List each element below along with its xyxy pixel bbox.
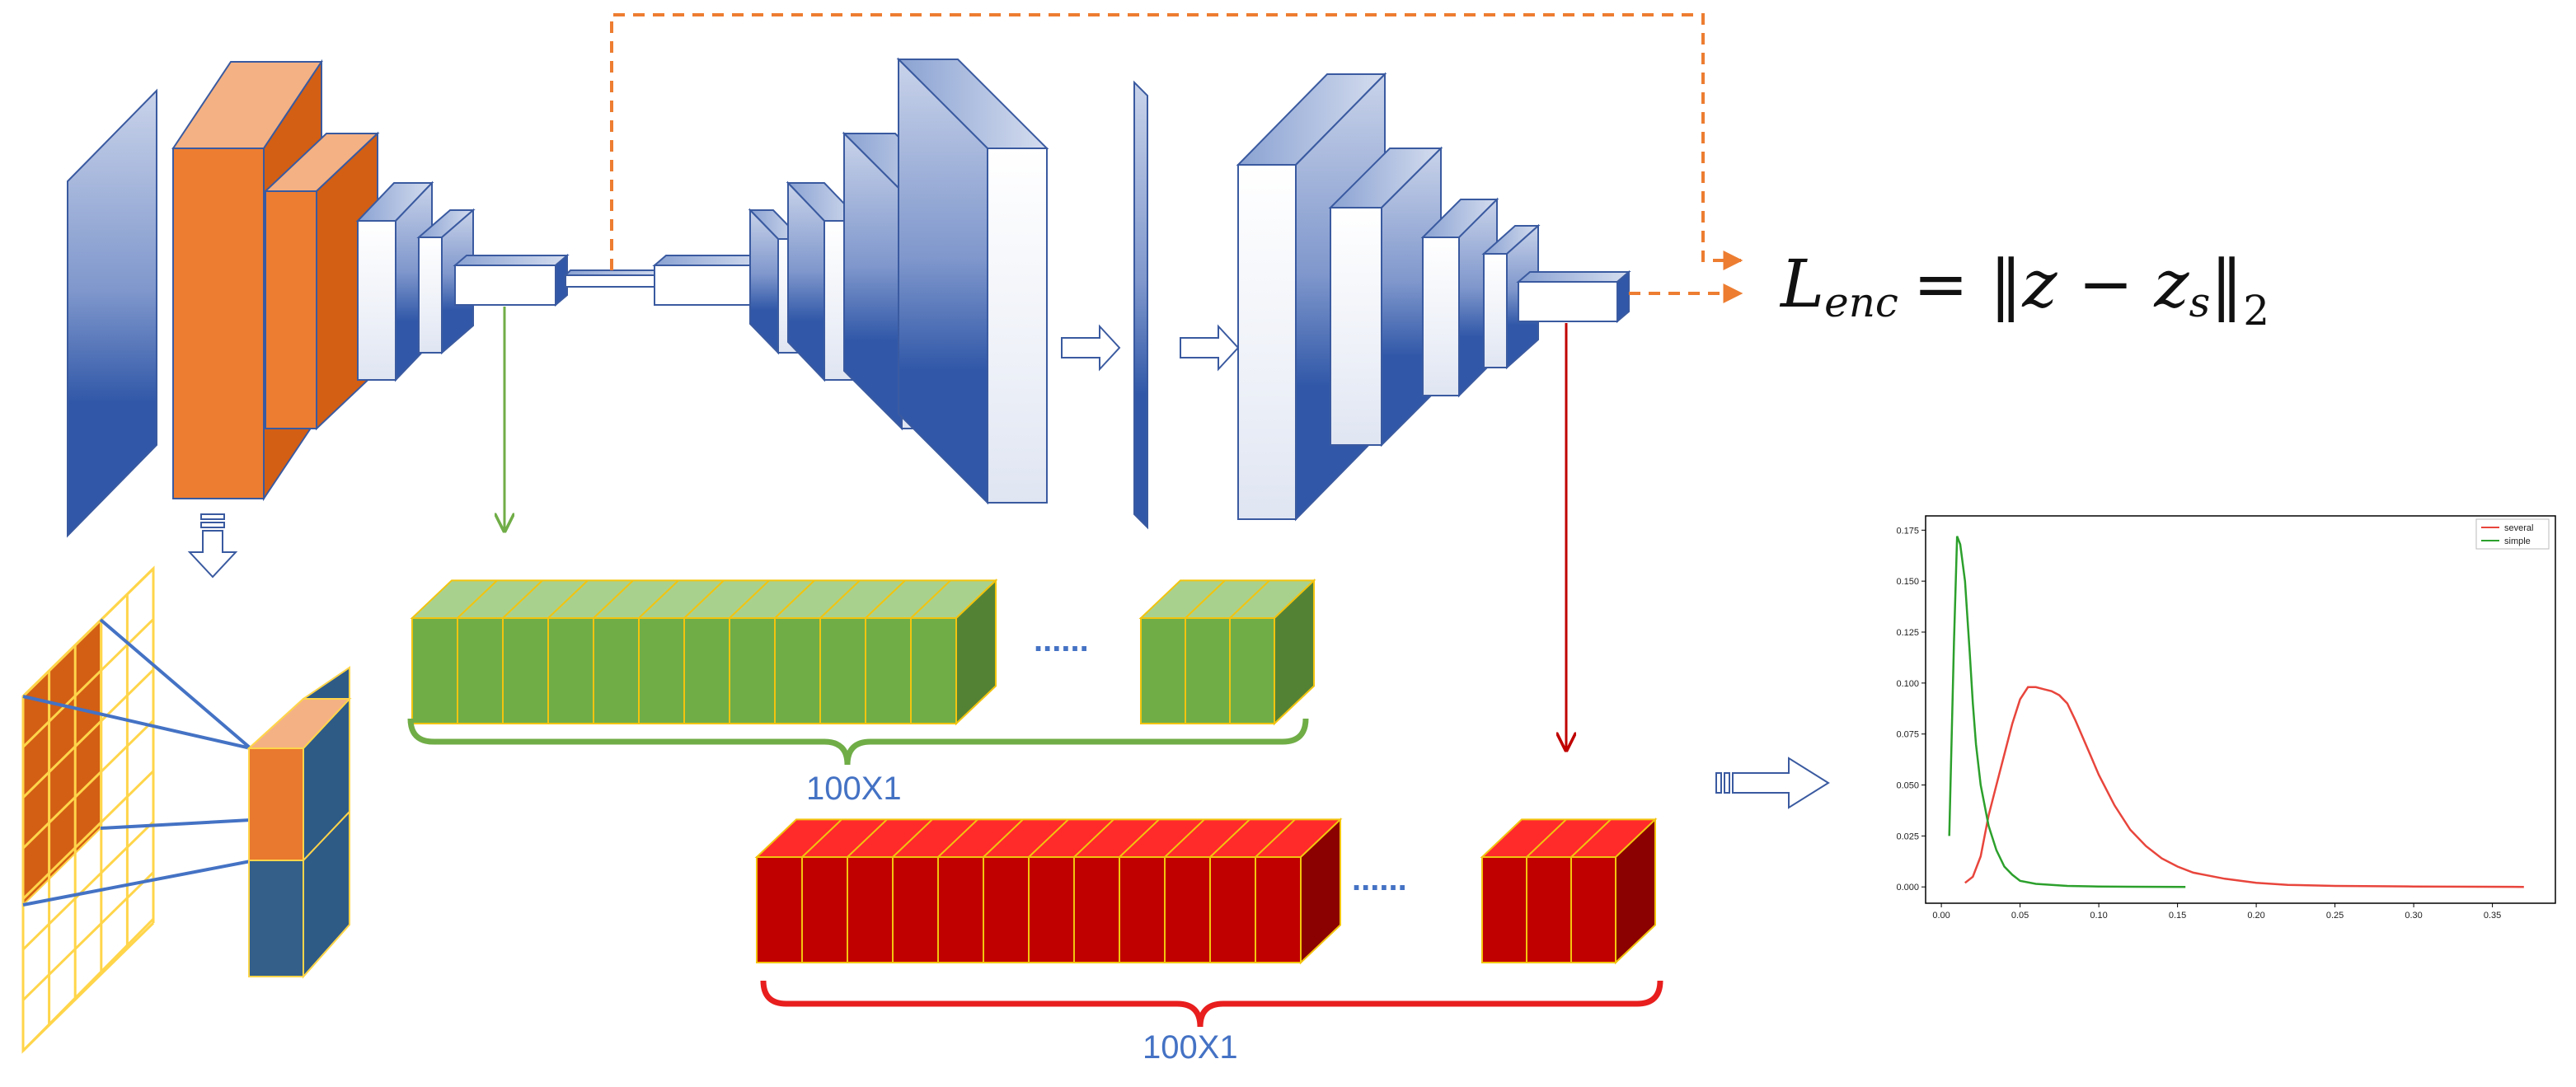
chart-hollow-arrow bbox=[1715, 757, 1830, 809]
red-vector bbox=[754, 818, 1343, 965]
formula-close: ‖ bbox=[2210, 246, 2243, 322]
y-tick-label: 0.150 bbox=[1896, 577, 1919, 587]
x-tick-label: 0.25 bbox=[2326, 911, 2344, 921]
legend-label: several bbox=[2504, 523, 2533, 533]
loss-formula: Lenc = ‖z − zs‖2 bbox=[1779, 246, 2269, 335]
down-hollow-arrow bbox=[187, 513, 238, 579]
y-tick-label: 0.000 bbox=[1896, 883, 1919, 893]
decoder-block bbox=[652, 57, 1049, 505]
output-slab bbox=[1133, 80, 1148, 530]
latent-box-3 bbox=[1516, 269, 1631, 324]
chart-legend: several simple bbox=[2475, 518, 2550, 550]
formula-norm: 2 bbox=[2243, 287, 2269, 335]
formula-rhs: = ‖z − z bbox=[1913, 246, 2190, 322]
series-line-simple bbox=[1948, 536, 2186, 888]
x-tick-label: 0.30 bbox=[2405, 911, 2422, 921]
green-bracket-label: 100X1 bbox=[806, 771, 902, 807]
hollow-arrow-2 bbox=[1180, 324, 1240, 372]
y-tick-label: 0.100 bbox=[1896, 679, 1919, 689]
green-vector-tail bbox=[1138, 579, 1316, 726]
red-bracket-label: 100X1 bbox=[1143, 1029, 1238, 1066]
series-line-several bbox=[1964, 686, 2524, 888]
decoder-conv-block-4 bbox=[896, 57, 1049, 505]
latent-box-1 bbox=[453, 253, 570, 307]
green-bracket bbox=[407, 718, 1309, 766]
bottleneck bbox=[563, 269, 667, 288]
green-dots: ...... bbox=[1034, 622, 1089, 658]
red-dots: ...... bbox=[1352, 861, 1407, 897]
y-tick-label: 0.050 bbox=[1896, 781, 1919, 791]
x-tick-label: 0.35 bbox=[2484, 911, 2501, 921]
chart-frame bbox=[1925, 515, 2556, 904]
input-slab bbox=[67, 88, 157, 538]
y-tick-label: 0.075 bbox=[1896, 730, 1919, 740]
enc2-conv-block-3 bbox=[1420, 197, 1499, 398]
y-tick-label: 0.025 bbox=[1896, 832, 1919, 841]
x-tick-label: 0.00 bbox=[1932, 911, 1950, 921]
skip-dashed-arrow bbox=[610, 13, 1743, 270]
y-tick-label: 0.125 bbox=[1896, 628, 1919, 638]
red-vector-tail bbox=[1480, 818, 1658, 965]
distribution-chart: 0.00 0.05 0.10 0.15 0.20 0.25 0.30 0.35 0.000 0.0… bbox=[1896, 515, 2556, 921]
formula-rhs-sub: s bbox=[2189, 279, 2211, 326]
feature-grid bbox=[21, 565, 352, 1054]
latent-loss-arrows bbox=[610, 13, 1743, 303]
y-tick-label: 0.175 bbox=[1896, 526, 1919, 536]
formula-lhs-sub: enc bbox=[1824, 279, 1898, 326]
legend-label: simple bbox=[2504, 536, 2531, 546]
formula-lhs: L bbox=[1779, 246, 1824, 322]
x-tick-label: 0.05 bbox=[2011, 911, 2029, 921]
x-tick-label: 0.15 bbox=[2169, 911, 2186, 921]
x-tick-label: 0.20 bbox=[2247, 911, 2264, 921]
x-tick-label: 0.10 bbox=[2090, 911, 2107, 921]
green-vector bbox=[410, 579, 998, 726]
legend-box bbox=[2475, 518, 2550, 550]
svg-text:Lenc= ‖z − zs‖2: Lenc = ‖z − zs‖2 bbox=[1779, 246, 2269, 335]
latent-box-2 bbox=[652, 253, 767, 307]
hollow-arrow-1 bbox=[1061, 324, 1121, 372]
red-bracket bbox=[760, 980, 1663, 1028]
encoder-block bbox=[67, 59, 570, 538]
second-encoder-block bbox=[1236, 72, 1631, 522]
